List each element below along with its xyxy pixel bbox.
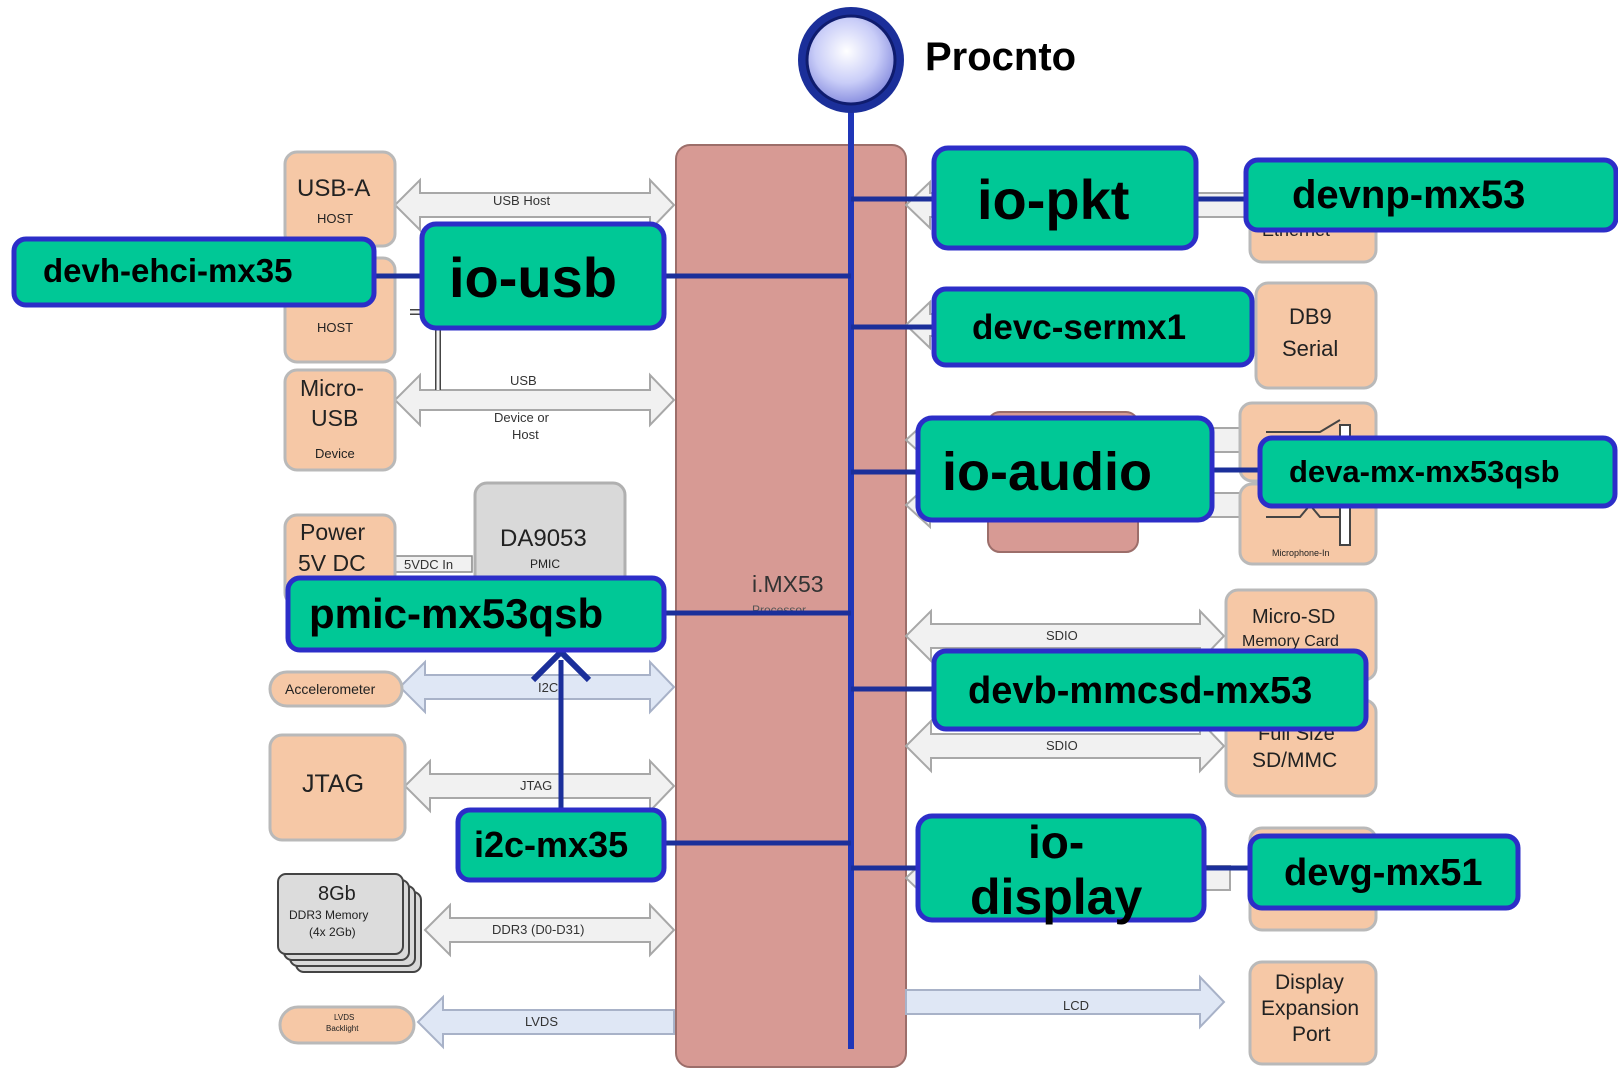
bus-jtag-label: JTAG — [520, 778, 552, 793]
lvds-peripheral: LVDS Backlight — [278, 1005, 416, 1045]
io-display-box: io- display — [915, 813, 1207, 925]
io-audio-box: io-audio — [915, 415, 1215, 523]
devnp-label: devnp-mx53 — [1292, 173, 1525, 217]
display-expansion-peripheral: Display Expansion Port — [1248, 960, 1378, 1066]
processor-name: i.MX53 — [752, 571, 824, 597]
io-usb-box: io-usb — [419, 221, 667, 331]
bus-usb-device-label: Device or — [494, 410, 550, 425]
deva-label: deva-mx-mx53qsb — [1289, 454, 1560, 489]
full-sd-line2: SD/MMC — [1252, 749, 1337, 772]
devh-box: devh-ehci-mx35 — [11, 236, 377, 308]
lvds-line2: Backlight — [326, 1024, 359, 1033]
usb-host2-host-label: HOST — [317, 320, 353, 335]
bus-5vdc-label: 5VDC In — [404, 557, 453, 572]
usb-a-label: USB-A — [297, 175, 370, 202]
devc-box: devc-sermx1 — [931, 286, 1255, 368]
bus-lcd-label: LCD — [1063, 998, 1089, 1013]
ddr-line3: (4x 2Gb) — [309, 925, 356, 939]
bus-ddr3-arrow — [423, 902, 676, 958]
pmic-label: pmic-mx53qsb — [309, 590, 603, 637]
da9053-line1: DA9053 — [500, 525, 587, 552]
db9-line1: DB9 — [1289, 304, 1332, 329]
display-exp-line1: Display — [1275, 971, 1344, 994]
io-pkt-box: io-pkt — [931, 145, 1199, 251]
devnp-box: devnp-mx53 — [1243, 157, 1618, 233]
ddr-line2: DDR3 Memory — [289, 908, 368, 922]
bus-sdio2-label: SDIO — [1046, 738, 1078, 753]
devg-box: devg-mx51 — [1247, 833, 1521, 911]
bus-sdio2-arrow — [904, 718, 1226, 774]
bus-usb-host-label: USB Host — [493, 193, 550, 208]
procnto-title: Procnto — [925, 35, 1076, 79]
ddr-memory-peripheral: 8Gb DDR3 Memory (4x 2Gb) — [277, 873, 422, 973]
bus-lvds-label: LVDS — [525, 1014, 558, 1029]
accelerometer-label: Accelerometer — [285, 681, 376, 697]
accelerometer-peripheral: Accelerometer — [268, 670, 404, 708]
io-display-label-2: display — [970, 869, 1142, 925]
bus-lcd-arrow — [905, 974, 1226, 1030]
jtag-label: JTAG — [302, 770, 364, 798]
bus-usb-host-arrow — [393, 177, 676, 233]
i2c-box: i2c-mx35 — [455, 807, 667, 883]
bus-lvds-arrow — [416, 994, 675, 1050]
io-pkt-label: io-pkt — [977, 168, 1129, 231]
devb-label: devb-mmcsd-mx53 — [968, 670, 1312, 712]
usb-a-peripheral: USB-A HOST — [283, 150, 397, 248]
deva-box: deva-mx-mx53qsb — [1257, 435, 1618, 509]
i2c-label: i2c-mx35 — [474, 824, 628, 865]
micro-usb-peripheral: Micro- USB Device — [283, 368, 397, 472]
power-line2: 5V DC — [298, 550, 366, 576]
jtag-peripheral: JTAG — [268, 733, 407, 842]
display-exp-line2: Expansion — [1261, 997, 1359, 1020]
bus-jtag-arrow — [403, 758, 676, 814]
connector-lines — [373, 196, 1262, 871]
pmic-box: pmic-mx53qsb — [285, 575, 667, 653]
io-audio-label: io-audio — [942, 442, 1152, 502]
micro-sd-line2: Memory Card — [1242, 633, 1339, 650]
devb-box: devb-mmcsd-mx53 — [931, 648, 1369, 732]
micro-sd-line1: Micro-SD — [1252, 606, 1335, 628]
db9-line2: Serial — [1282, 336, 1338, 361]
micro-usb-line1: Micro- — [300, 375, 364, 401]
io-usb-label: io-usb — [449, 246, 617, 309]
usb-a-host-label: HOST — [317, 211, 353, 226]
db9-peripheral: DB9 Serial — [1254, 281, 1378, 390]
procnto-node — [798, 7, 904, 113]
micro-usb-line3: Device — [315, 446, 355, 461]
microphone-label: Microphone-In — [1272, 548, 1330, 558]
bus-i2c-arrow — [398, 659, 676, 715]
io-display-label-1: io- — [1028, 816, 1084, 868]
micro-usb-line2: USB — [311, 405, 358, 431]
bus-i2c-label: I2C — [538, 680, 558, 695]
display-exp-line3: Port — [1292, 1023, 1331, 1046]
devc-label: devc-sermx1 — [972, 308, 1186, 347]
bus-sdio1-arrow — [904, 608, 1226, 664]
lvds-line1: LVDS — [334, 1013, 354, 1022]
devh-label: devh-ehci-mx35 — [43, 252, 292, 289]
bus-sdio1-label: SDIO — [1046, 628, 1078, 643]
da9053-line2: PMIC — [530, 557, 560, 571]
bus-usb-label: USB — [510, 373, 537, 388]
bus-ddr3-label: DDR3 (D0-D31) — [492, 922, 584, 937]
power-line1: Power — [300, 519, 366, 545]
ddr-line1: 8Gb — [318, 883, 356, 905]
devg-label: devg-mx51 — [1284, 852, 1483, 894]
bus-usb-host2-label: Host — [512, 427, 539, 442]
